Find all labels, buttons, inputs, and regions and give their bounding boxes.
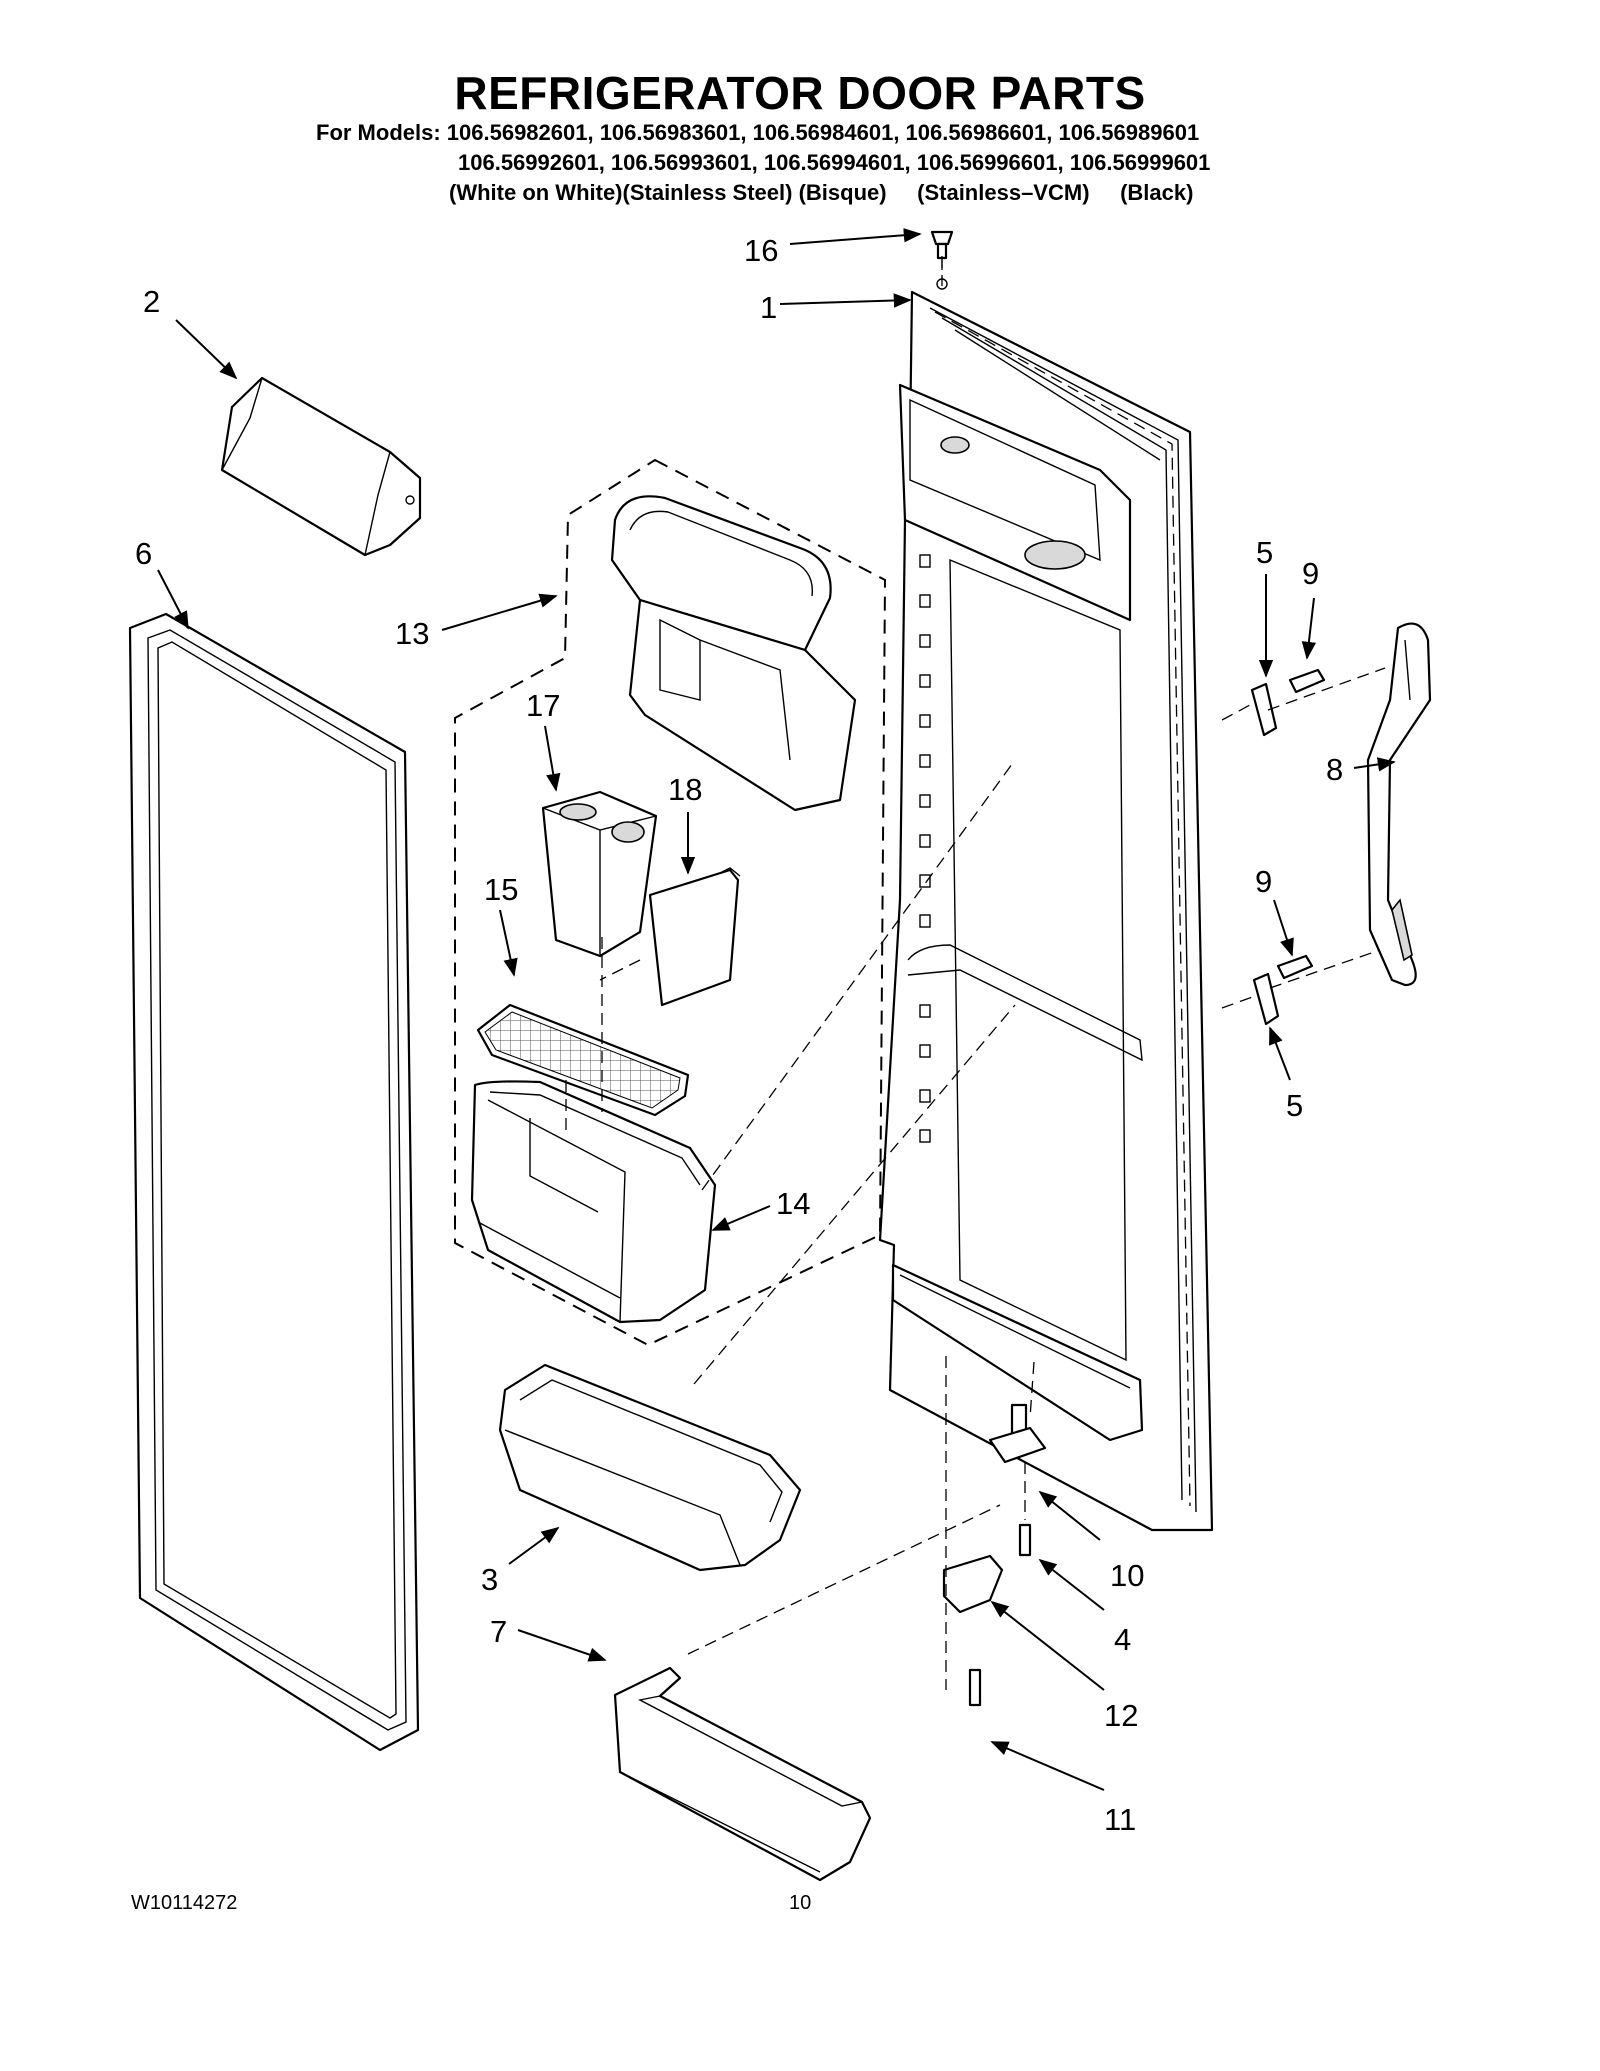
callout-leaders [157, 228, 1396, 1791]
part-12-hinge-bracket [942, 1554, 1004, 1614]
callout-9-upper: 9 [1302, 556, 1319, 591]
part-11-screw [968, 1668, 982, 1707]
part-7-lower-tray [613, 1666, 872, 1882]
part-2-dispenser-cover [220, 376, 422, 557]
callout-2: 2 [143, 284, 160, 319]
callout-4: 4 [1114, 1622, 1131, 1657]
part-3-door-bin [498, 1363, 802, 1572]
part-5-handle-mount-lower [1252, 972, 1280, 1026]
callout-17: 17 [526, 688, 560, 723]
page-number: 10 [789, 1892, 812, 1914]
callout-14: 14 [776, 1186, 810, 1221]
callout-5-upper: 5 [1256, 535, 1273, 570]
callout-10: 10 [1110, 1558, 1144, 1593]
part-1-door-liner [878, 290, 1214, 1532]
part-17-ice-bucket [541, 790, 658, 958]
models-line-2: 106.56992601, 106.56993601, 106.56994601… [458, 150, 1211, 175]
callout-12: 12 [1104, 1698, 1138, 1733]
callout-6: 6 [135, 536, 152, 571]
part-9-screw-lower [1276, 954, 1314, 980]
callout-5-lower: 5 [1286, 1088, 1303, 1123]
callout-11: 11 [1104, 1802, 1136, 1837]
callout-13: 13 [395, 616, 429, 651]
part-14-ice-bin [470, 1080, 717, 1324]
callout-15: 15 [484, 872, 518, 907]
part-15-ice-grate [476, 1003, 690, 1117]
document-number: W10114272 [131, 1892, 238, 1914]
part-4-screw [1018, 1523, 1032, 1557]
part-9-screw-upper [1288, 668, 1326, 694]
part-8-door-handle [1366, 622, 1432, 987]
callout-9-lower: 9 [1255, 864, 1272, 899]
part-6-door-gasket [128, 612, 420, 1752]
models-line-3: (White on White)(Stainless Steel) (Bisqu… [449, 180, 1194, 205]
callout-1: 1 [760, 290, 777, 325]
part-13-ice-tray [610, 495, 857, 812]
models-line-1: For Models: 106.56982601, 106.56983601, … [316, 120, 1200, 145]
callout-3: 3 [481, 1562, 498, 1597]
callout-18: 18 [668, 772, 702, 807]
part-10-hinge-pin [988, 1403, 1047, 1464]
assembly-guide-lines [565, 256, 1386, 1690]
callout-numbers: 16 1 2 6 13 17 18 15 14 3 7 5 9 8 9 5 10… [135, 233, 1343, 1837]
assembly-boundary [454, 458, 887, 1347]
callout-8: 8 [1326, 752, 1343, 787]
page-title: REFRIGERATOR DOOR PARTS [454, 67, 1146, 119]
part-18-panel [648, 867, 741, 1007]
callout-7: 7 [490, 1614, 507, 1649]
part-5-handle-mount-upper [1250, 682, 1278, 737]
callout-16: 16 [744, 233, 778, 268]
